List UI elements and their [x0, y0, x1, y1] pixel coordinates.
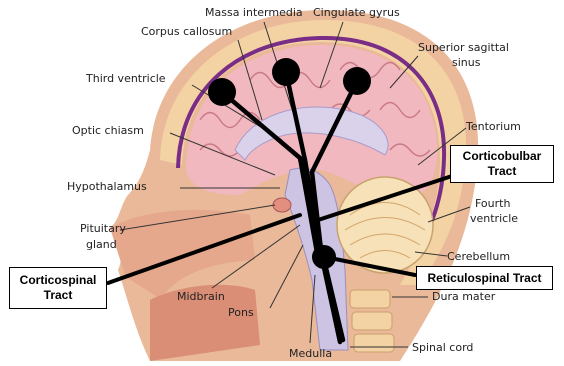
corticospinal-tract-box: Corticospinal Tract [9, 267, 107, 309]
label-massa-intermedia: Massa intermedia [205, 6, 303, 19]
pituitary-shape [273, 198, 291, 212]
reticulospinal-label: Reticulospinal Tract [427, 271, 541, 286]
label-cingulate-gyrus: Cingulate gyrus [313, 6, 400, 19]
label-medulla: Medulla [289, 347, 332, 360]
vertebrae [350, 290, 394, 352]
label-fourth: Fourth [475, 197, 510, 210]
label-hypothalamus: Hypothalamus [67, 180, 147, 193]
corticobulbar-tract-box: Corticobulbar Tract [450, 145, 554, 183]
label-third-ventricle: Third ventricle [85, 72, 166, 85]
label-tentorium: Tentorium [465, 120, 521, 133]
label-pituitary: Pituitary [80, 222, 126, 235]
corticospinal-line1: Corticospinal [20, 273, 97, 288]
cerebellum-shape [337, 177, 433, 273]
label-superior-sagittal-sinus: sinus [452, 56, 481, 69]
label-corpus-callosum: Corpus callosum [141, 25, 232, 38]
corticobulbar-line1: Corticobulbar [463, 149, 542, 164]
corticospinal-line2: Tract [44, 288, 73, 303]
tract-node-center [272, 58, 300, 86]
corticobulbar-line2: Tract [488, 164, 517, 179]
label-dura-mater: Dura mater [432, 290, 496, 303]
tract-node-left [208, 78, 236, 106]
label-spinal-cord: Spinal cord [412, 341, 473, 354]
label-pons: Pons [228, 306, 254, 319]
label-optic-chiasm: Optic chiasm [72, 124, 144, 137]
label-superior-sagittal: Superior sagittal [418, 41, 509, 54]
label-fourth-ventricle: ventricle [470, 212, 518, 225]
label-cerebellum: Cerebellum [447, 250, 510, 263]
label-midbrain: Midbrain [177, 290, 225, 303]
reticulospinal-tract-box: Reticulospinal Tract [416, 266, 553, 290]
tract-node-brainstem [312, 245, 336, 269]
label-pituitary-gland: gland [86, 238, 117, 251]
tract-node-right [343, 67, 371, 95]
